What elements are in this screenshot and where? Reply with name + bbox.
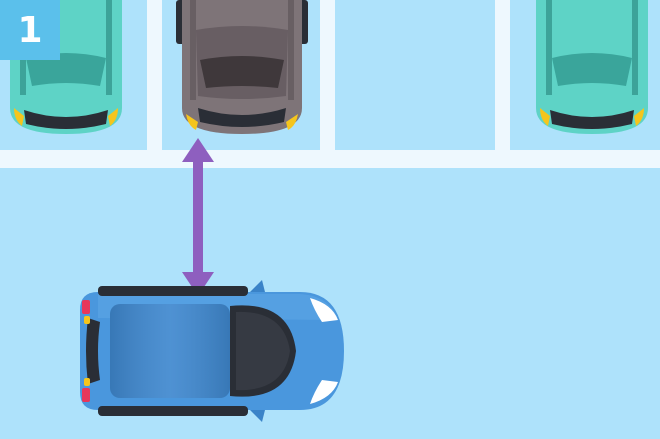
space-divider [320,0,335,158]
space-divider [495,0,510,158]
parked-car-grey-center [176,0,308,134]
space-divider [147,0,162,158]
parking-lines [0,0,660,168]
step-number-badge: 1 [17,9,43,51]
parked-car-teal-right [536,0,648,134]
step-badge-bg [0,0,60,60]
distance-arrow-vertical [182,138,214,296]
moving-car-blue [80,280,344,422]
